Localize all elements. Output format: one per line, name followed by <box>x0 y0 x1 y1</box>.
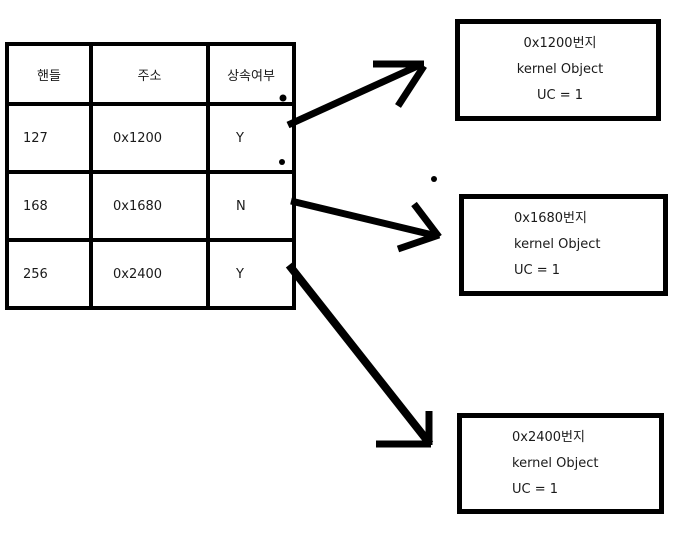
arrow-to-kernel-object-1-icon <box>286 60 427 129</box>
kernel-object-box-1: 0x1200번지 kernel Object UC = 1 <box>455 19 661 121</box>
cell-inherit-1: N <box>206 170 296 242</box>
kernel-object-box-2: 0x1680번지 kernel Object UC = 1 <box>459 194 668 296</box>
cell-address-0: 0x1200 <box>89 102 210 174</box>
kernel-object-1-usage-count: UC = 1 <box>536 88 584 103</box>
ink-dot <box>431 176 437 182</box>
kernel-object-1-address: 0x1200번지 <box>523 36 597 51</box>
kernel-object-2-usage-count: UC = 1 <box>514 263 561 278</box>
kernel-object-3-usage-count: UC = 1 <box>512 481 559 497</box>
column-header-inherit: 상속여부 <box>206 42 296 106</box>
kernel-object-2-address: 0x1680번지 <box>514 211 587 226</box>
handle-table: 핸들 주소 상속여부 127 0x1200 Y 168 0x1680 N 256… <box>5 42 296 310</box>
arrow-to-kernel-object-2-icon <box>290 197 442 253</box>
kernel-object-2-type: kernel Object <box>514 237 601 252</box>
kernel-object-3-type: kernel Object <box>512 455 599 471</box>
column-header-address: 주소 <box>89 42 210 106</box>
table-header-row: 핸들 주소 상속여부 <box>5 42 296 106</box>
kernel-object-1-type: kernel Object <box>516 62 604 77</box>
column-header-handle: 핸들 <box>5 42 93 106</box>
table-row: 256 0x2400 Y <box>5 238 296 310</box>
kernel-object-box-3-text: 0x2400번지 kernel Object UC = 1 <box>462 418 698 509</box>
table-row: 168 0x1680 N <box>5 170 296 242</box>
arrow-to-kernel-object-3-icon <box>285 262 434 448</box>
kernel-object-3-address: 0x2400번지 <box>512 429 585 445</box>
kernel-object-box-2-text: 0x1680번지 kernel Object UC = 1 <box>464 199 698 291</box>
cell-inherit-0: Y <box>206 102 296 174</box>
cell-address-2: 0x2400 <box>89 238 210 310</box>
cell-handle-0: 127 <box>5 102 93 174</box>
cell-inherit-2: Y <box>206 238 296 310</box>
cell-address-1: 0x1680 <box>89 170 210 242</box>
kernel-object-box-3: 0x2400번지 kernel Object UC = 1 <box>457 413 664 514</box>
cell-handle-1: 168 <box>5 170 93 242</box>
kernel-object-box-1-text: 0x1200번지 kernel Object UC = 1 <box>460 24 658 116</box>
table-row: 127 0x1200 Y <box>5 102 296 174</box>
cell-handle-2: 256 <box>5 238 93 310</box>
